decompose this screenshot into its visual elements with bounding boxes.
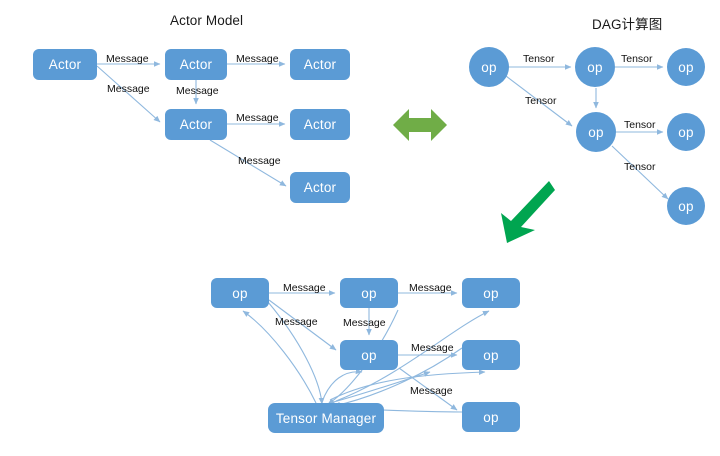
actor-model-title: Actor Model bbox=[170, 13, 244, 28]
actor-node[interactable]: Actor bbox=[290, 109, 350, 140]
op-node[interactable]: op bbox=[667, 113, 705, 151]
op-node[interactable]: op bbox=[469, 47, 509, 87]
actor-node[interactable]: Actor bbox=[290, 172, 350, 203]
edge-label-message: Message bbox=[275, 316, 318, 328]
edge-label-message: Message bbox=[411, 342, 454, 354]
actor-node[interactable]: Actor bbox=[290, 49, 350, 80]
op-node[interactable]: op bbox=[462, 340, 520, 370]
green-down-left-arrow-icon bbox=[501, 181, 555, 243]
edge-label-message: Message bbox=[236, 112, 279, 124]
op-node[interactable]: op bbox=[340, 340, 398, 370]
actor-node[interactable]: Actor bbox=[33, 49, 97, 80]
actor-node[interactable]: Actor bbox=[165, 109, 227, 140]
op-node[interactable]: op bbox=[211, 278, 269, 308]
edge-label-message: Message bbox=[106, 53, 149, 65]
edge-label-message: Message bbox=[176, 85, 219, 97]
edge-label-message: Message bbox=[238, 155, 281, 167]
edge-label-tensor: Tensor bbox=[621, 53, 653, 65]
op-node[interactable]: op bbox=[667, 187, 705, 225]
op-node[interactable]: op bbox=[340, 278, 398, 308]
green-double-arrow-icon bbox=[393, 109, 447, 141]
edge-label-tensor: Tensor bbox=[523, 53, 555, 65]
edge-label-message: Message bbox=[343, 317, 386, 329]
op-node[interactable]: op bbox=[575, 47, 615, 87]
edge-label-message: Message bbox=[236, 53, 279, 65]
op-node[interactable]: op bbox=[576, 112, 616, 152]
edge-label-message: Message bbox=[409, 282, 452, 294]
edge-label-message: Message bbox=[283, 282, 326, 294]
edge-label-message: Message bbox=[410, 385, 453, 397]
op-node[interactable]: op bbox=[462, 402, 520, 432]
op-node[interactable]: op bbox=[667, 48, 705, 86]
op-node[interactable]: op bbox=[462, 278, 520, 308]
edge-label-tensor: Tensor bbox=[525, 95, 557, 107]
tensor-manager-node[interactable]: Tensor Manager bbox=[268, 403, 384, 433]
edge-label-message: Message bbox=[107, 83, 150, 95]
dag-title: DAG计算图 bbox=[592, 17, 663, 32]
edge-label-tensor: Tensor bbox=[624, 161, 656, 173]
edge-label-tensor: Tensor bbox=[624, 119, 656, 131]
actor-node[interactable]: Actor bbox=[165, 49, 227, 80]
